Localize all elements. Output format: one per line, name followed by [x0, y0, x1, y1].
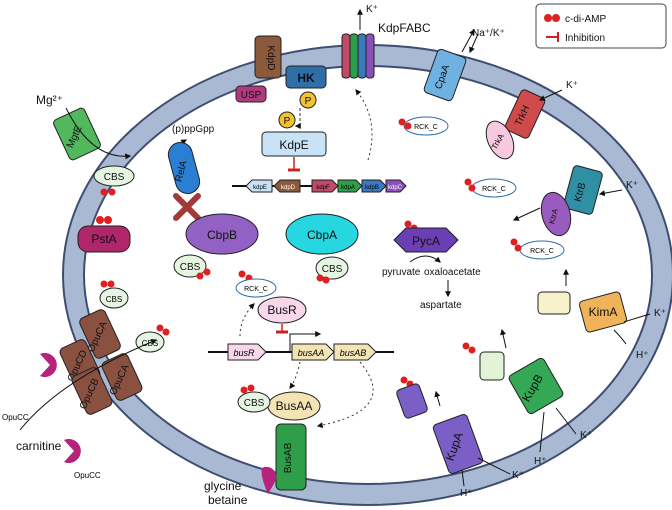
opucc-bottom-label: OpuCC: [74, 471, 101, 480]
kima-h-label: H⁺: [636, 350, 649, 361]
kdpfabc-transporter: KdpFABC K⁺: [341, 4, 431, 161]
kdpfabc-label: KdpFABC: [378, 21, 431, 35]
rela-protein: (p)ppGpp RelA: [167, 124, 215, 221]
trkh-k-label: K⁺: [566, 80, 578, 91]
gene-kdpc: kdpC: [388, 185, 403, 191]
opuca-bottom-cbs-label: CBS: [142, 339, 158, 348]
ktra-label: KtrA: [547, 207, 560, 225]
betaine-label: betaine: [208, 493, 248, 507]
cpaa-transporter: CpaA RCK_C Na⁺/K⁺: [398, 28, 505, 136]
psta-label: PstA: [91, 232, 116, 246]
pyca-protein: PycA pyruvate oxaloacetate aspartate: [382, 220, 481, 311]
mgte-transporter: Mg²⁺ MgtE CBS: [36, 93, 135, 196]
cbpa-label: CbpA: [307, 228, 337, 242]
busr-protein: RCK_C BusR: [235, 270, 307, 334]
opuc-transporter: CBS OpuCA OpuCD OpuCB OpuCA CBS OpuCC Op…: [2, 280, 170, 480]
gene-kdpa: kdpA: [341, 185, 355, 191]
legend-cdiamp-label: c-di-AMP: [565, 14, 606, 25]
psta-protein: PstA: [77, 216, 131, 253]
kima-k-label: K⁺: [654, 308, 666, 319]
trka-rck-c-label: RCK_C: [482, 186, 506, 193]
cbpa-protein: CbpA CBS: [285, 213, 359, 284]
pyca-label: PycA: [412, 234, 440, 248]
mgte-cbs-label: CBS: [104, 172, 125, 183]
bus-operon: busR busAA busAB: [208, 303, 394, 429]
ktra-rck-c-label: RCK_C: [530, 248, 554, 255]
legend-inhibition-label: Inhibition: [565, 33, 605, 44]
kupa-transporter: KupA K⁺ H⁺: [396, 376, 524, 499]
kupb-transporter: KupB K⁺ H⁺: [462, 328, 592, 467]
kdp-operon: kdpE kdpD kdpF kdpA kdpB kdpC: [232, 179, 407, 193]
kdpd-complex: KdpD USP HK P P: [235, 35, 327, 129]
gene-busab: busAB: [340, 348, 367, 358]
legend: c-di-AMP Inhibition: [535, 3, 667, 49]
cbpb-protein: CbpB CBS: [173, 213, 259, 280]
aspartate-label: aspartate: [420, 300, 462, 311]
gene-kdpf: kdpF: [316, 185, 330, 191]
hk-label: HK: [297, 71, 315, 85]
kdpfabc-k-label: K⁺: [366, 4, 378, 15]
kupa-k-label: K⁺: [512, 470, 524, 481]
kupa-h-label: H⁺: [460, 488, 473, 499]
busr-rck-c-label: RCK_C: [244, 286, 268, 293]
busaa-label: BusAA: [276, 399, 313, 413]
trkh-trka: TrkH K⁺ TrkA RCK_C: [464, 80, 578, 198]
gene-kdpe: kdpE: [253, 185, 267, 191]
ktrb-ktra: KtrB K⁺ KtrA RCK_C: [510, 165, 638, 260]
busab-label: BusAB: [283, 442, 294, 473]
opucc-top-label: OpuCC: [2, 413, 29, 422]
busaa-cbs-label: CBS: [244, 398, 265, 409]
gene-busr: busR: [233, 348, 255, 358]
mgte-mg-label: Mg²⁺: [36, 93, 63, 107]
phospho-hk-label: P: [305, 96, 312, 107]
cpaa-na-k-label: Na⁺/K⁺: [472, 28, 505, 39]
gene-busaa: busAA: [298, 348, 325, 358]
ppgpp-label: (p)ppGpp: [172, 124, 215, 135]
ktrb-label: KtrB: [573, 181, 589, 203]
phospho-kdpe-label: P: [284, 116, 291, 127]
busaa-busab: BusAB BusAA CBS glycine betaine: [204, 384, 321, 507]
opuca-top-cbs-label: CBS: [106, 295, 122, 304]
kupb-k-label: K⁺: [580, 430, 592, 441]
cbpb-cbs-label: CBS: [180, 262, 201, 273]
kdpd-label: KdpD: [265, 45, 276, 70]
cpaa-rck-c-label: RCK_C: [414, 124, 438, 131]
busr-label: BusR: [267, 303, 297, 317]
gene-kdpd: kdpD: [281, 185, 296, 191]
kupb-h-label: H⁺: [534, 456, 547, 467]
oxaloacetate-label: oxaloacetate: [424, 267, 481, 278]
usp-label: USP: [241, 90, 262, 101]
carnitine-label: carnitine: [16, 439, 62, 453]
kdpe-protein: KdpE: [261, 131, 327, 172]
ktrb-k-label: K⁺: [626, 180, 638, 191]
kdpe-label: KdpE: [279, 138, 308, 152]
pyruvate-label: pyruvate: [382, 267, 421, 278]
kima-label: KimA: [589, 305, 618, 319]
cbpb-label: CbpB: [207, 228, 237, 242]
kima-transporter: KimA K⁺ H⁺: [537, 268, 666, 361]
gene-kdpb: kdpB: [365, 185, 379, 191]
glycine-label: glycine: [204, 479, 242, 493]
cbpa-cbs-label: CBS: [322, 264, 343, 275]
